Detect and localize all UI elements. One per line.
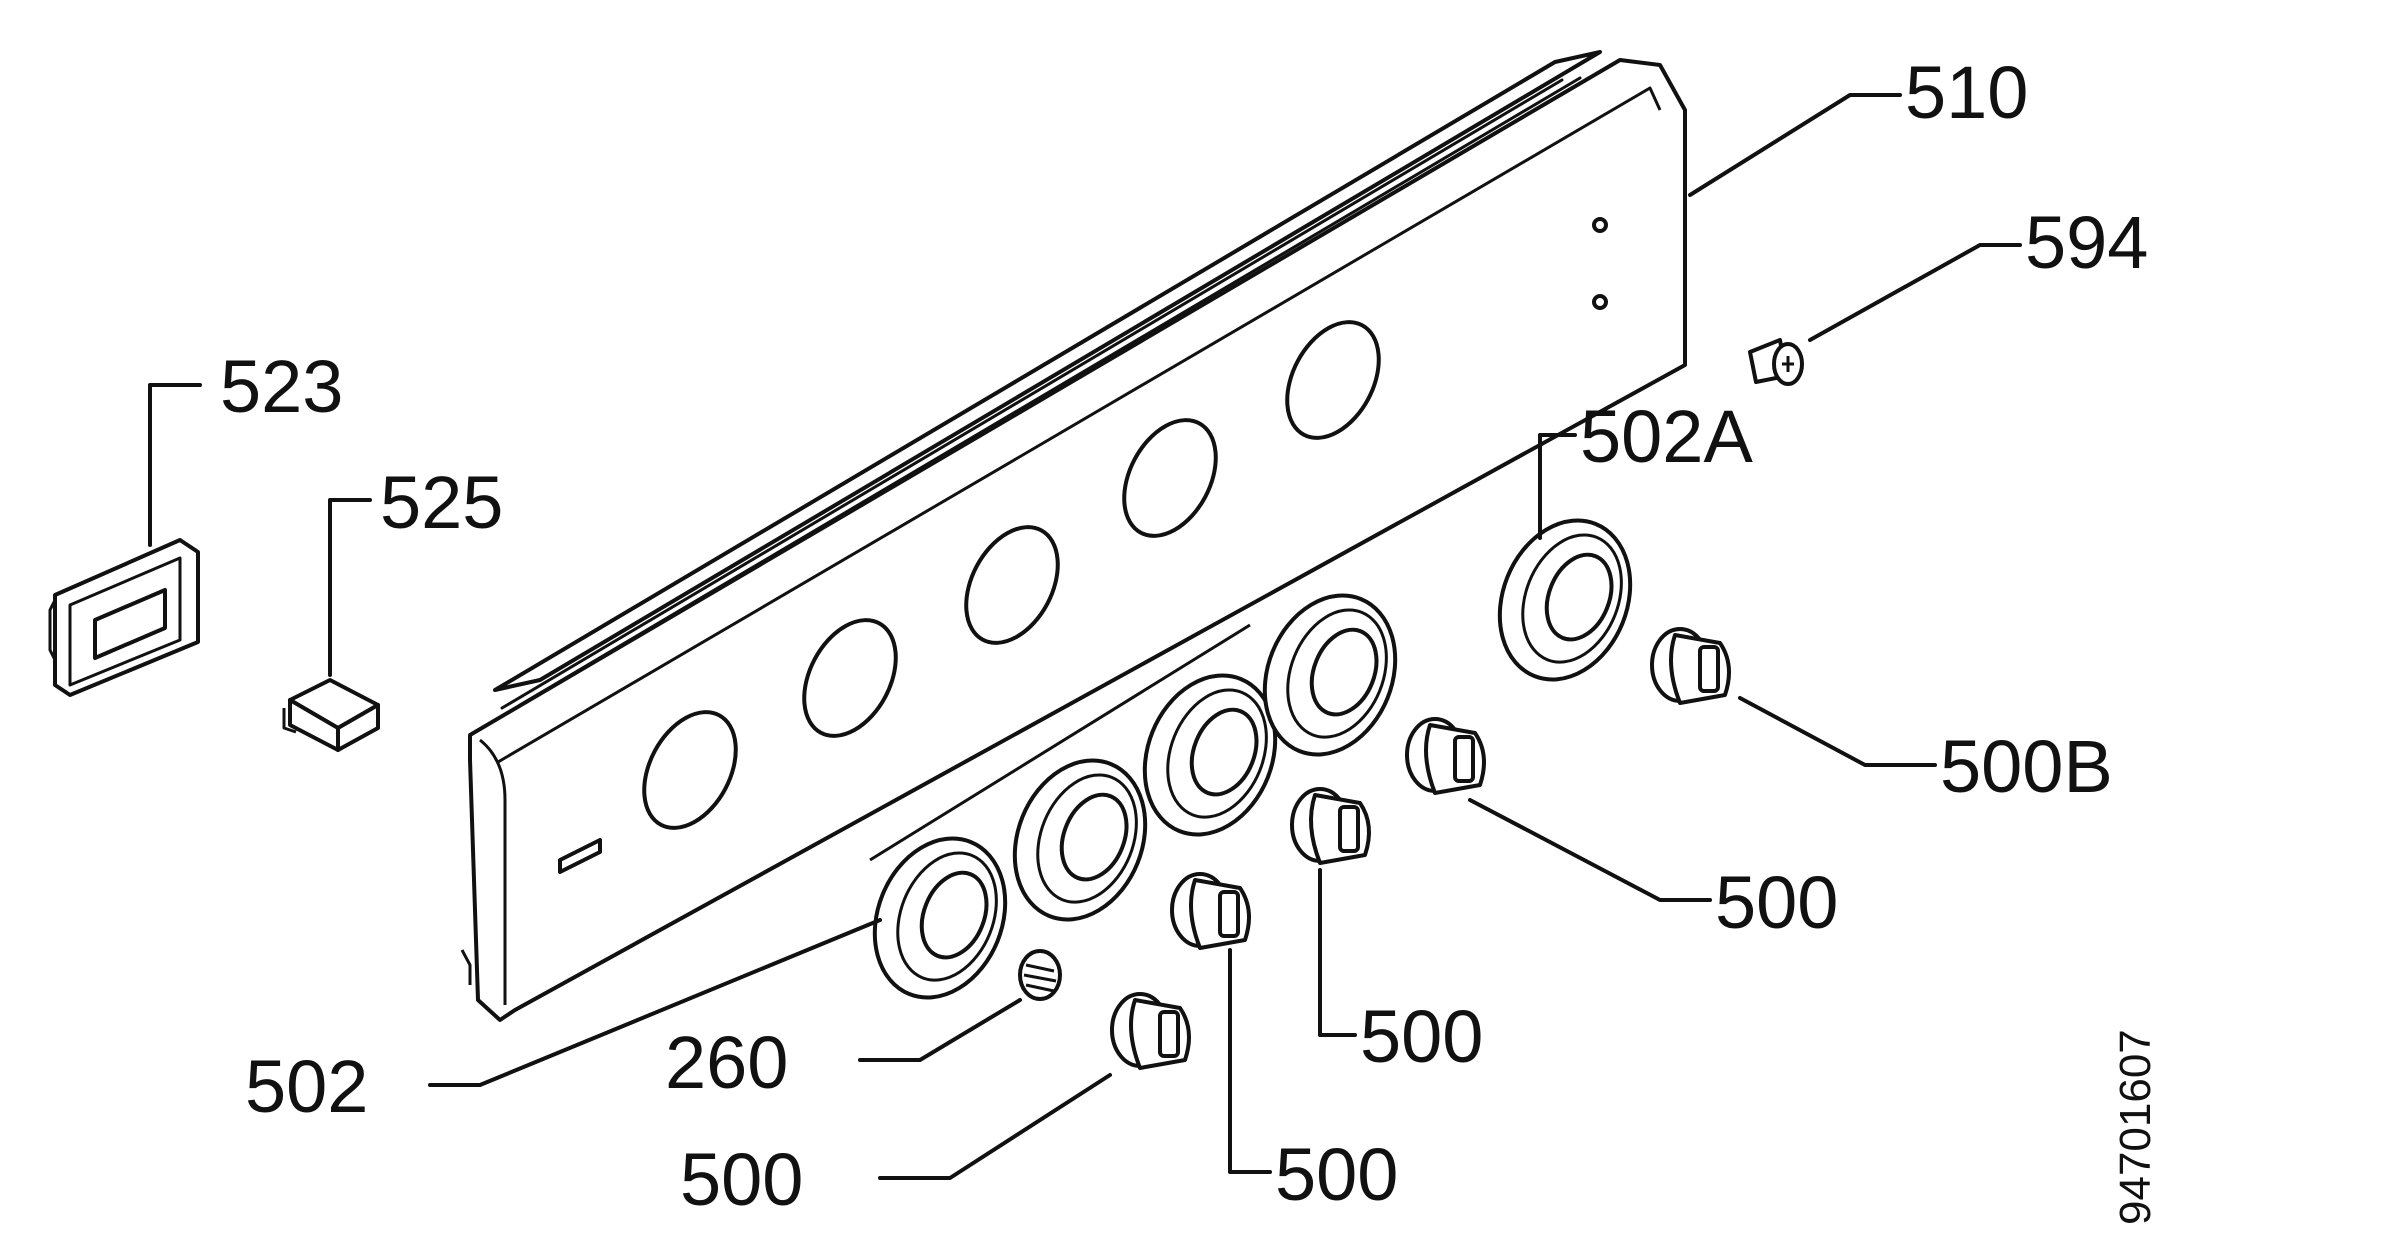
knob [1290,787,1371,865]
screw-594 [1748,338,1804,386]
label-260: 260 [665,1021,788,1104]
label-523: 523 [220,345,343,428]
trim-ring [1262,593,1398,757]
spring-260 [1018,949,1062,1001]
leader-lines [148,93,2022,1180]
trim-ring [1012,758,1148,922]
label-502a: 502A [1580,395,1753,478]
trim-ring [1142,673,1278,837]
label-500b: 500B [1940,725,2113,808]
knob [1405,717,1486,795]
knob [1170,872,1251,950]
label-502: 502 [245,1045,368,1128]
connector-525 [282,678,380,752]
knob [1110,992,1191,1070]
part-labels: 510 594 523 525 502A 500B 500 500 500 50… [220,51,2148,1221]
label-594: 594 [2025,201,2148,284]
trim-ring-502a [1497,518,1633,682]
label-500-mid: 500 [1360,995,1483,1078]
label-500-center: 500 [1275,1133,1398,1216]
label-510: 510 [1905,51,2028,134]
drawing-number: 94701607 [2111,1029,2160,1225]
label-525: 525 [380,461,503,544]
trim-ring [872,836,1008,1000]
label-500-bottom: 500 [680,1138,803,1221]
label-500-right: 500 [1715,861,1838,944]
trim-rings-502 [872,593,1398,1000]
knob-500b [1650,627,1731,705]
switch-523 [48,538,200,697]
control-panel-510 [460,50,1687,1022]
